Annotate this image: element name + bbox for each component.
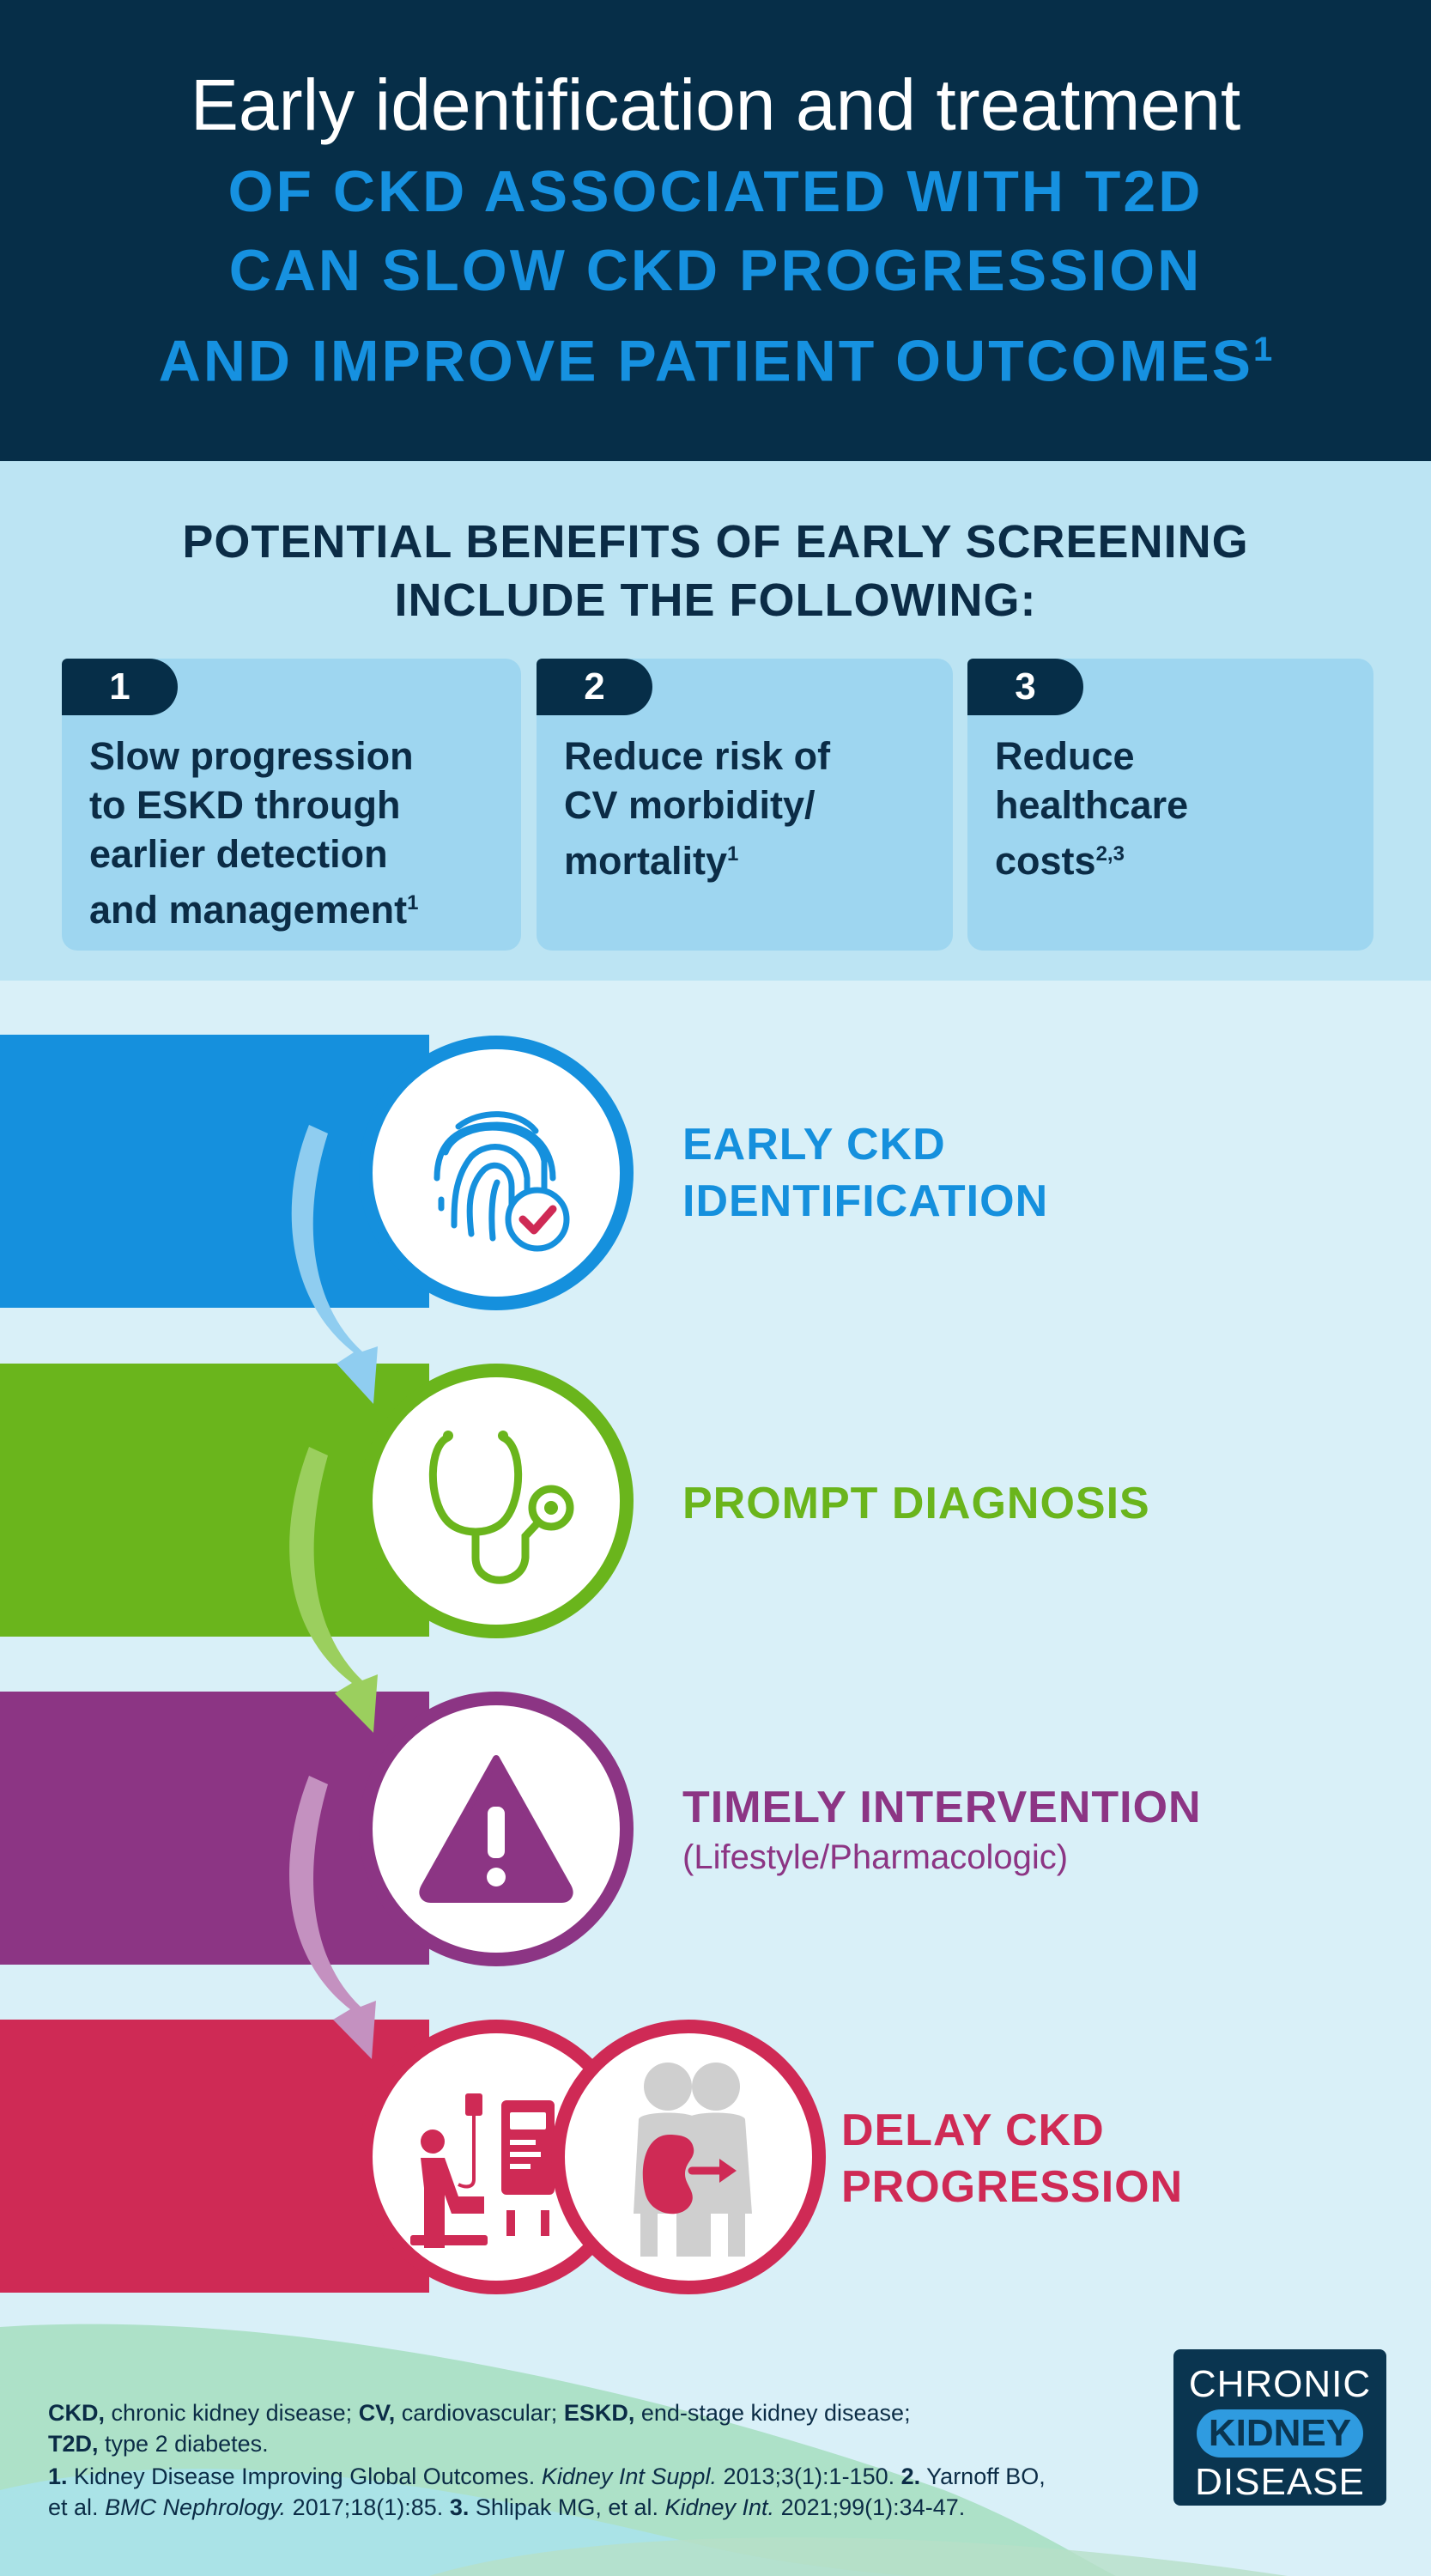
- flow-arrow-2: [289, 1447, 378, 1733]
- header-banner: Early identification and treatment OF CK…: [0, 0, 1431, 461]
- kidney-patients-icon: [634, 2063, 752, 2257]
- abbreviations: CKD, chronic kidney disease; CV, cardiov…: [48, 2400, 911, 2457]
- header-line-3: CAN SLOW CKD PROGRESSION: [228, 238, 1203, 303]
- flow-arrow-1: [291, 1125, 378, 1404]
- step-3-band: [0, 1692, 429, 1965]
- benefits-title-line-2: INCLUDE THE FOLLOWING:: [394, 574, 1037, 626]
- footnote-ref: 1: [1253, 331, 1273, 368]
- benefit-number: 3: [967, 659, 1083, 715]
- step-4-label: DELAY CKD PROGRESSION: [841, 2105, 1184, 2212]
- chronic-kidney-disease-logo: CHRONIC KIDNEY DISEASE: [1173, 2349, 1386, 2506]
- benefit-text: Slow progression to ESKD through earlier…: [89, 734, 419, 932]
- stethoscope-icon: [428, 1431, 574, 1584]
- fingerprint-check-icon: [434, 1111, 570, 1252]
- step-3-label: TIMELY INTERVENTION (Lifestyle/Pharmacol…: [682, 1779, 1202, 1879]
- warning-icon: [419, 1755, 573, 1903]
- step-2-icon-ring: [359, 1364, 634, 1638]
- benefits-title-line-1: POTENTIAL BENEFITS OF EARLY SCREENING: [182, 516, 1249, 568]
- step-3-icon-ring: [359, 1692, 634, 1966]
- header-line-2: OF CKD ASSOCIATED WITH T2D: [227, 159, 1204, 224]
- step-1-label: EARLY CKD IDENTIFICATION: [682, 1120, 1049, 1226]
- dialysis-icon: [410, 2093, 555, 2248]
- step-3-sublabel: (Lifestyle/Pharmacologic): [682, 1838, 1069, 1876]
- step-1-icon-ring: [359, 1036, 634, 1310]
- benefit-text: Reduce healthcare costs2,3: [995, 734, 1189, 883]
- benefit-card-3: 3 Reduce healthcare costs2,3: [967, 659, 1373, 951]
- benefit-text: Reduce risk of CV morbidity/ mortality1: [564, 734, 831, 883]
- step-1-band: [0, 1035, 429, 1308]
- benefits-section: POTENTIAL BENEFITS OF EARLY SCREENING IN…: [0, 461, 1431, 981]
- decorative-waves: [0, 2324, 1288, 2576]
- references: 1. Kidney Disease Improving Global Outco…: [48, 2464, 1046, 2520]
- header-line-1: Early identification and treatment: [190, 64, 1241, 145]
- step-2-band: [0, 1364, 429, 1637]
- benefit-number: 1: [62, 659, 178, 715]
- benefit-card-1: 1 Slow progression to ESKD through earli…: [62, 659, 521, 951]
- flow-arrows: [289, 1125, 378, 2059]
- flow-arrow-3: [289, 1776, 376, 2059]
- step-4-icon-ring-right: [551, 2020, 826, 2294]
- header-line-4: AND IMPROVE PATIENT OUTCOMES1: [158, 328, 1273, 394]
- step-2-label: PROMPT DIAGNOSIS: [682, 1479, 1150, 1528]
- benefit-card-2: 2 Reduce risk of CV morbidity/ mortality…: [537, 659, 953, 951]
- benefit-number: 2: [537, 659, 652, 715]
- step-4-band: [0, 2020, 429, 2293]
